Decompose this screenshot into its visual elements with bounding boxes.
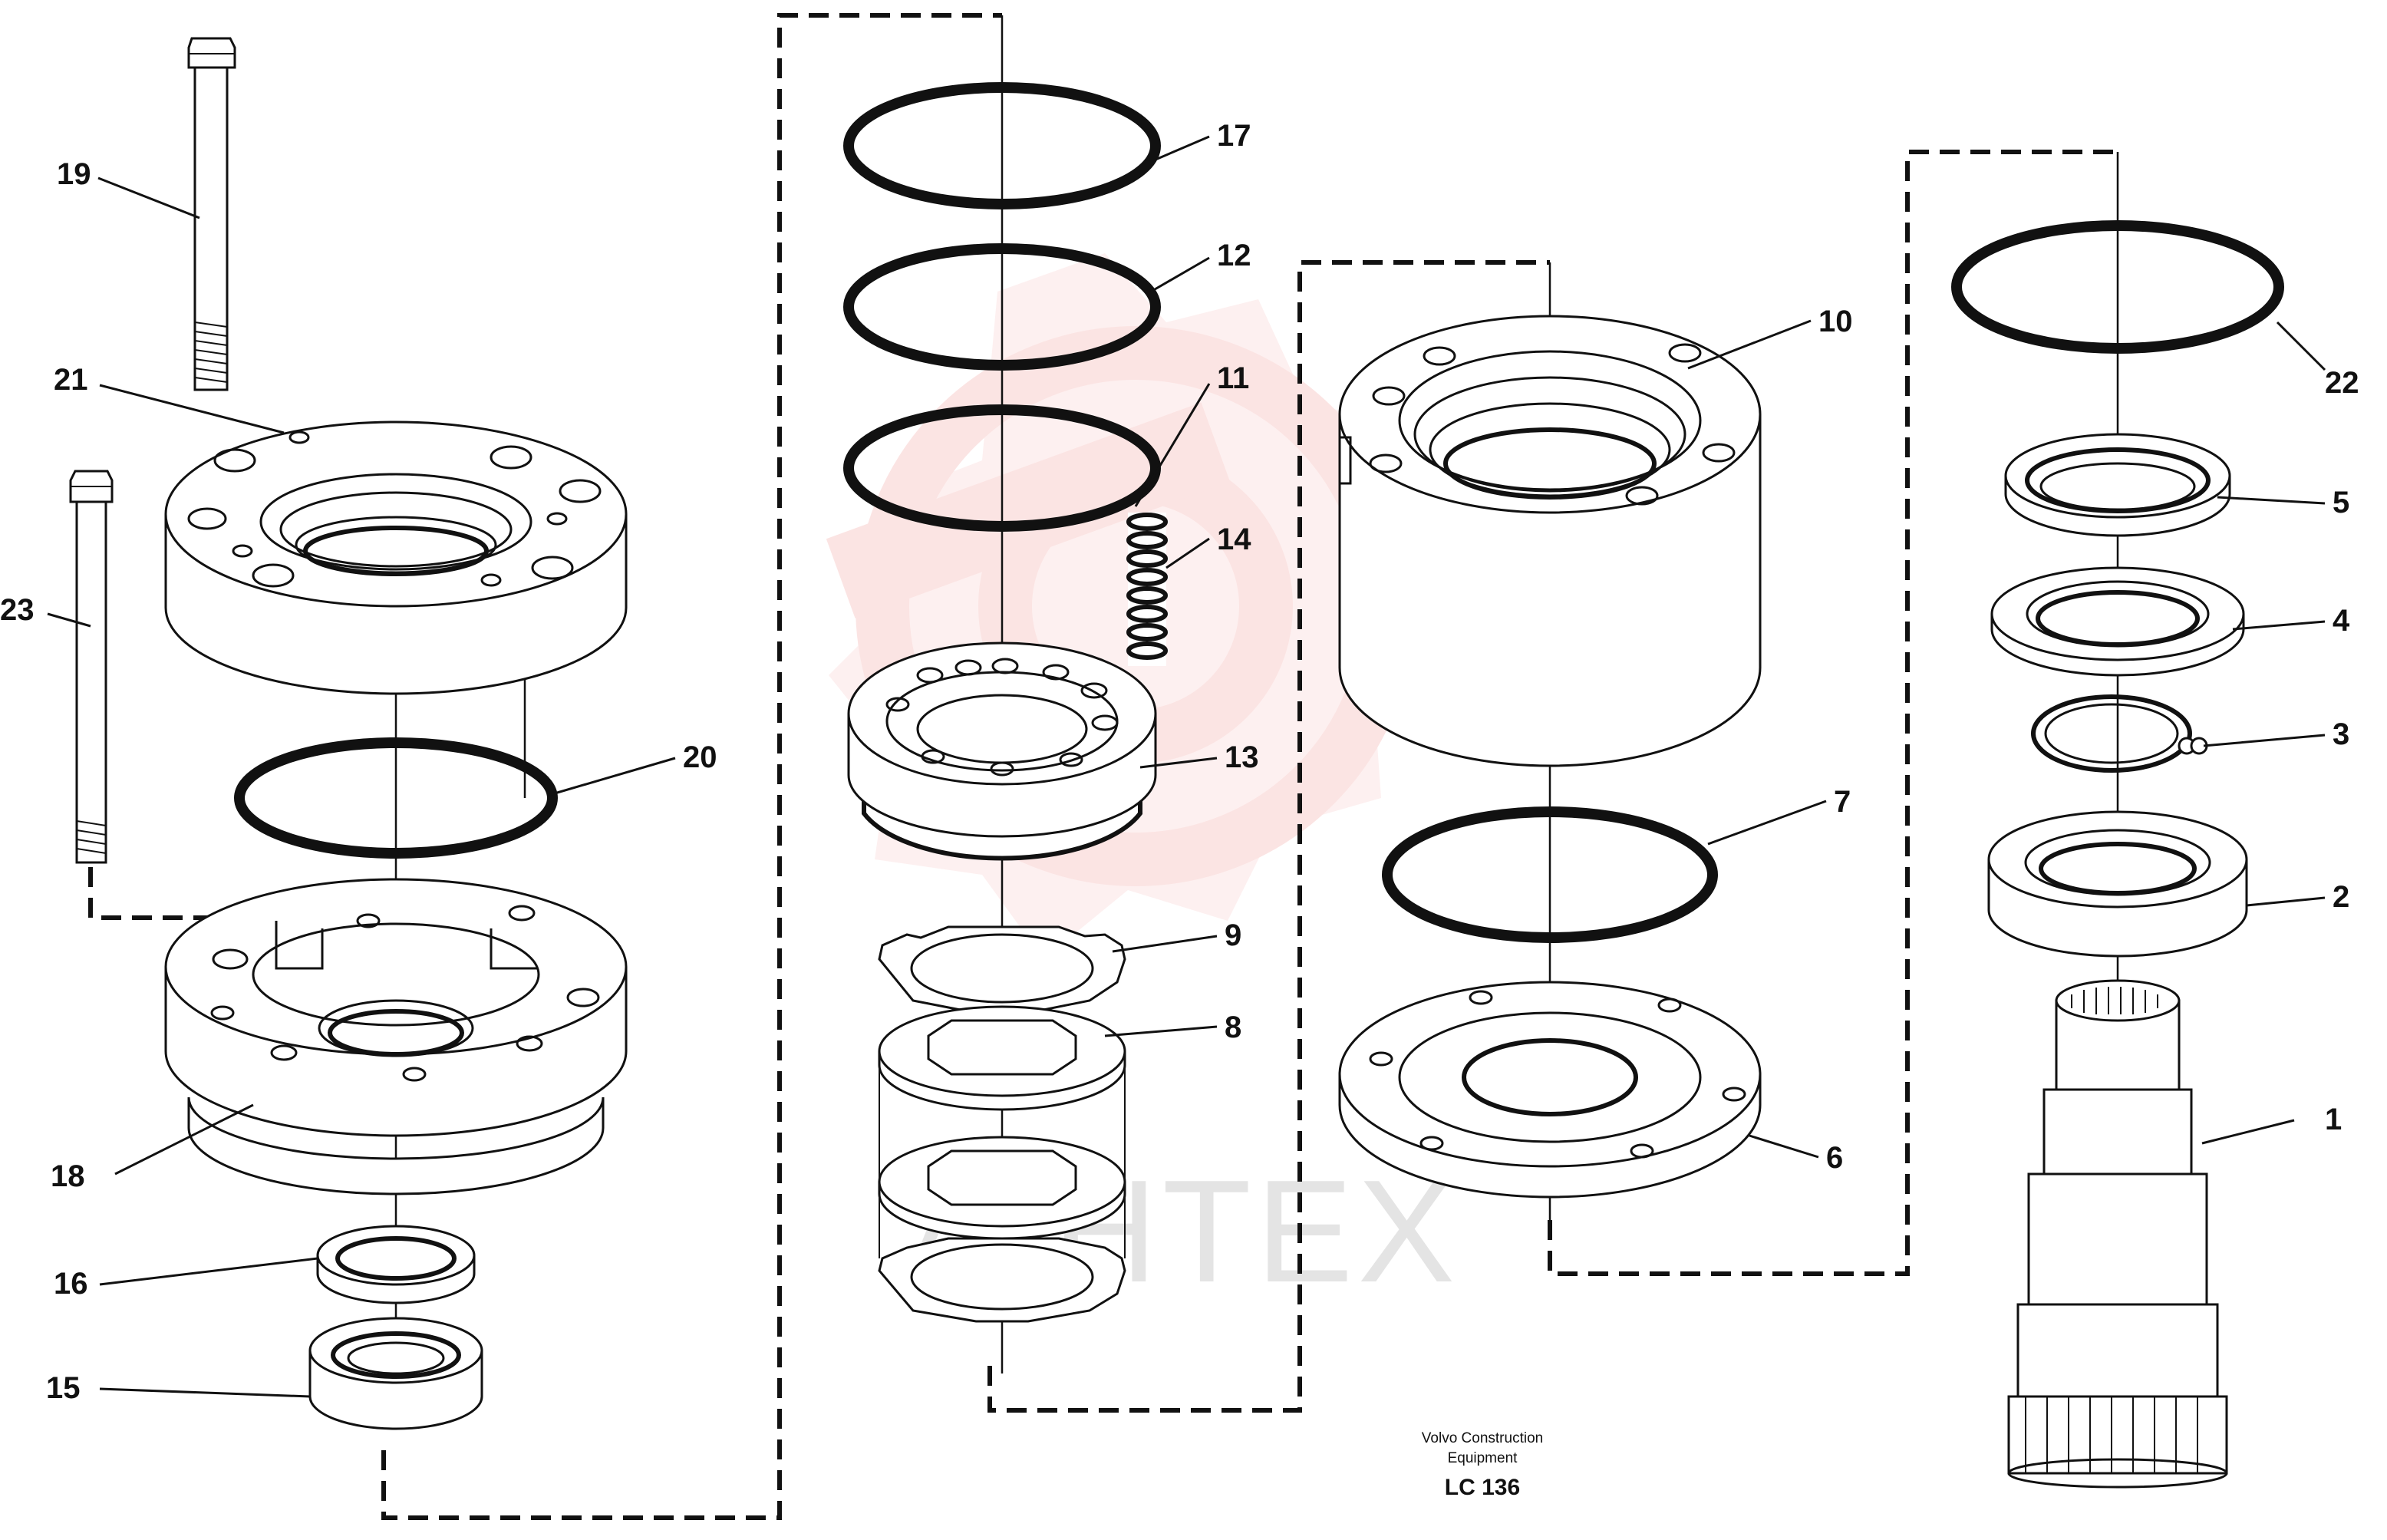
caption-code: LC 136 [1445, 1475, 1520, 1500]
part-22-o-ring [1951, 220, 2284, 354]
part-8-disc [878, 1005, 1126, 1111]
part-14-spring [1126, 513, 1168, 666]
callout-11: 11 [1217, 361, 1249, 395]
part-12-ring [843, 243, 1161, 371]
part-5-seal [2004, 433, 2231, 537]
part-21-flange [164, 420, 628, 695]
callout-4: 4 [2333, 604, 2350, 638]
part-9-disc [878, 925, 1126, 1014]
part-16-seal [316, 1225, 476, 1304]
disc-stack-lower [878, 1059, 1126, 1323]
callout-2: 2 [2333, 880, 2349, 914]
part-17-ring [843, 82, 1161, 209]
part-19-bolt [187, 37, 236, 391]
part-15-bearing [308, 1317, 483, 1430]
part-13-piston [847, 641, 1157, 861]
callout-19: 19 [57, 157, 91, 191]
callout-3: 3 [2333, 717, 2349, 751]
callout-labels: 1 2 3 4 5 6 7 8 9 10 11 12 13 14 15 16 1… [0, 119, 2359, 1405]
part-10-housing [1338, 315, 1762, 767]
callout-20: 20 [683, 740, 717, 774]
part-2-bearing [1987, 810, 2248, 958]
assembly-grouping-lines [88, 13, 2118, 1520]
part-4-ring [1990, 566, 2245, 677]
callout-21: 21 [54, 363, 88, 397]
callout-18: 18 [51, 1159, 85, 1193]
drawing-caption: Volvo Construction Equipment LC 136 [1422, 1430, 1543, 1500]
callout-1: 1 [2325, 1103, 2342, 1136]
part-6-cover [1338, 981, 1762, 1199]
callout-5: 5 [2333, 486, 2349, 519]
callout-8: 8 [1225, 1011, 1241, 1044]
part-18-hub [164, 878, 628, 1195]
callout-12: 12 [1217, 239, 1251, 272]
callout-14: 14 [1217, 523, 1251, 556]
callout-15: 15 [46, 1371, 81, 1405]
part-1-shaft [2007, 979, 2228, 1489]
callout-17: 17 [1217, 119, 1251, 153]
part-3-circlip [2031, 694, 2208, 773]
callout-13: 13 [1225, 740, 1259, 774]
part-7-o-ring [1382, 806, 1718, 943]
caption-line-2: Equipment [1448, 1450, 1518, 1466]
callout-22: 22 [2325, 366, 2359, 400]
part-23-bolt [69, 470, 114, 864]
part-20-o-ring [234, 737, 558, 859]
callout-9: 9 [1225, 918, 1241, 952]
callout-10: 10 [1818, 305, 1853, 338]
leader-lines [47, 135, 2326, 1398]
callout-6: 6 [1826, 1141, 1843, 1175]
callout-7: 7 [1834, 785, 1851, 819]
callout-23: 23 [0, 593, 35, 627]
part-11-ring [843, 404, 1161, 532]
callout-16: 16 [54, 1267, 88, 1301]
caption-line-1: Volvo Construction [1422, 1430, 1543, 1446]
